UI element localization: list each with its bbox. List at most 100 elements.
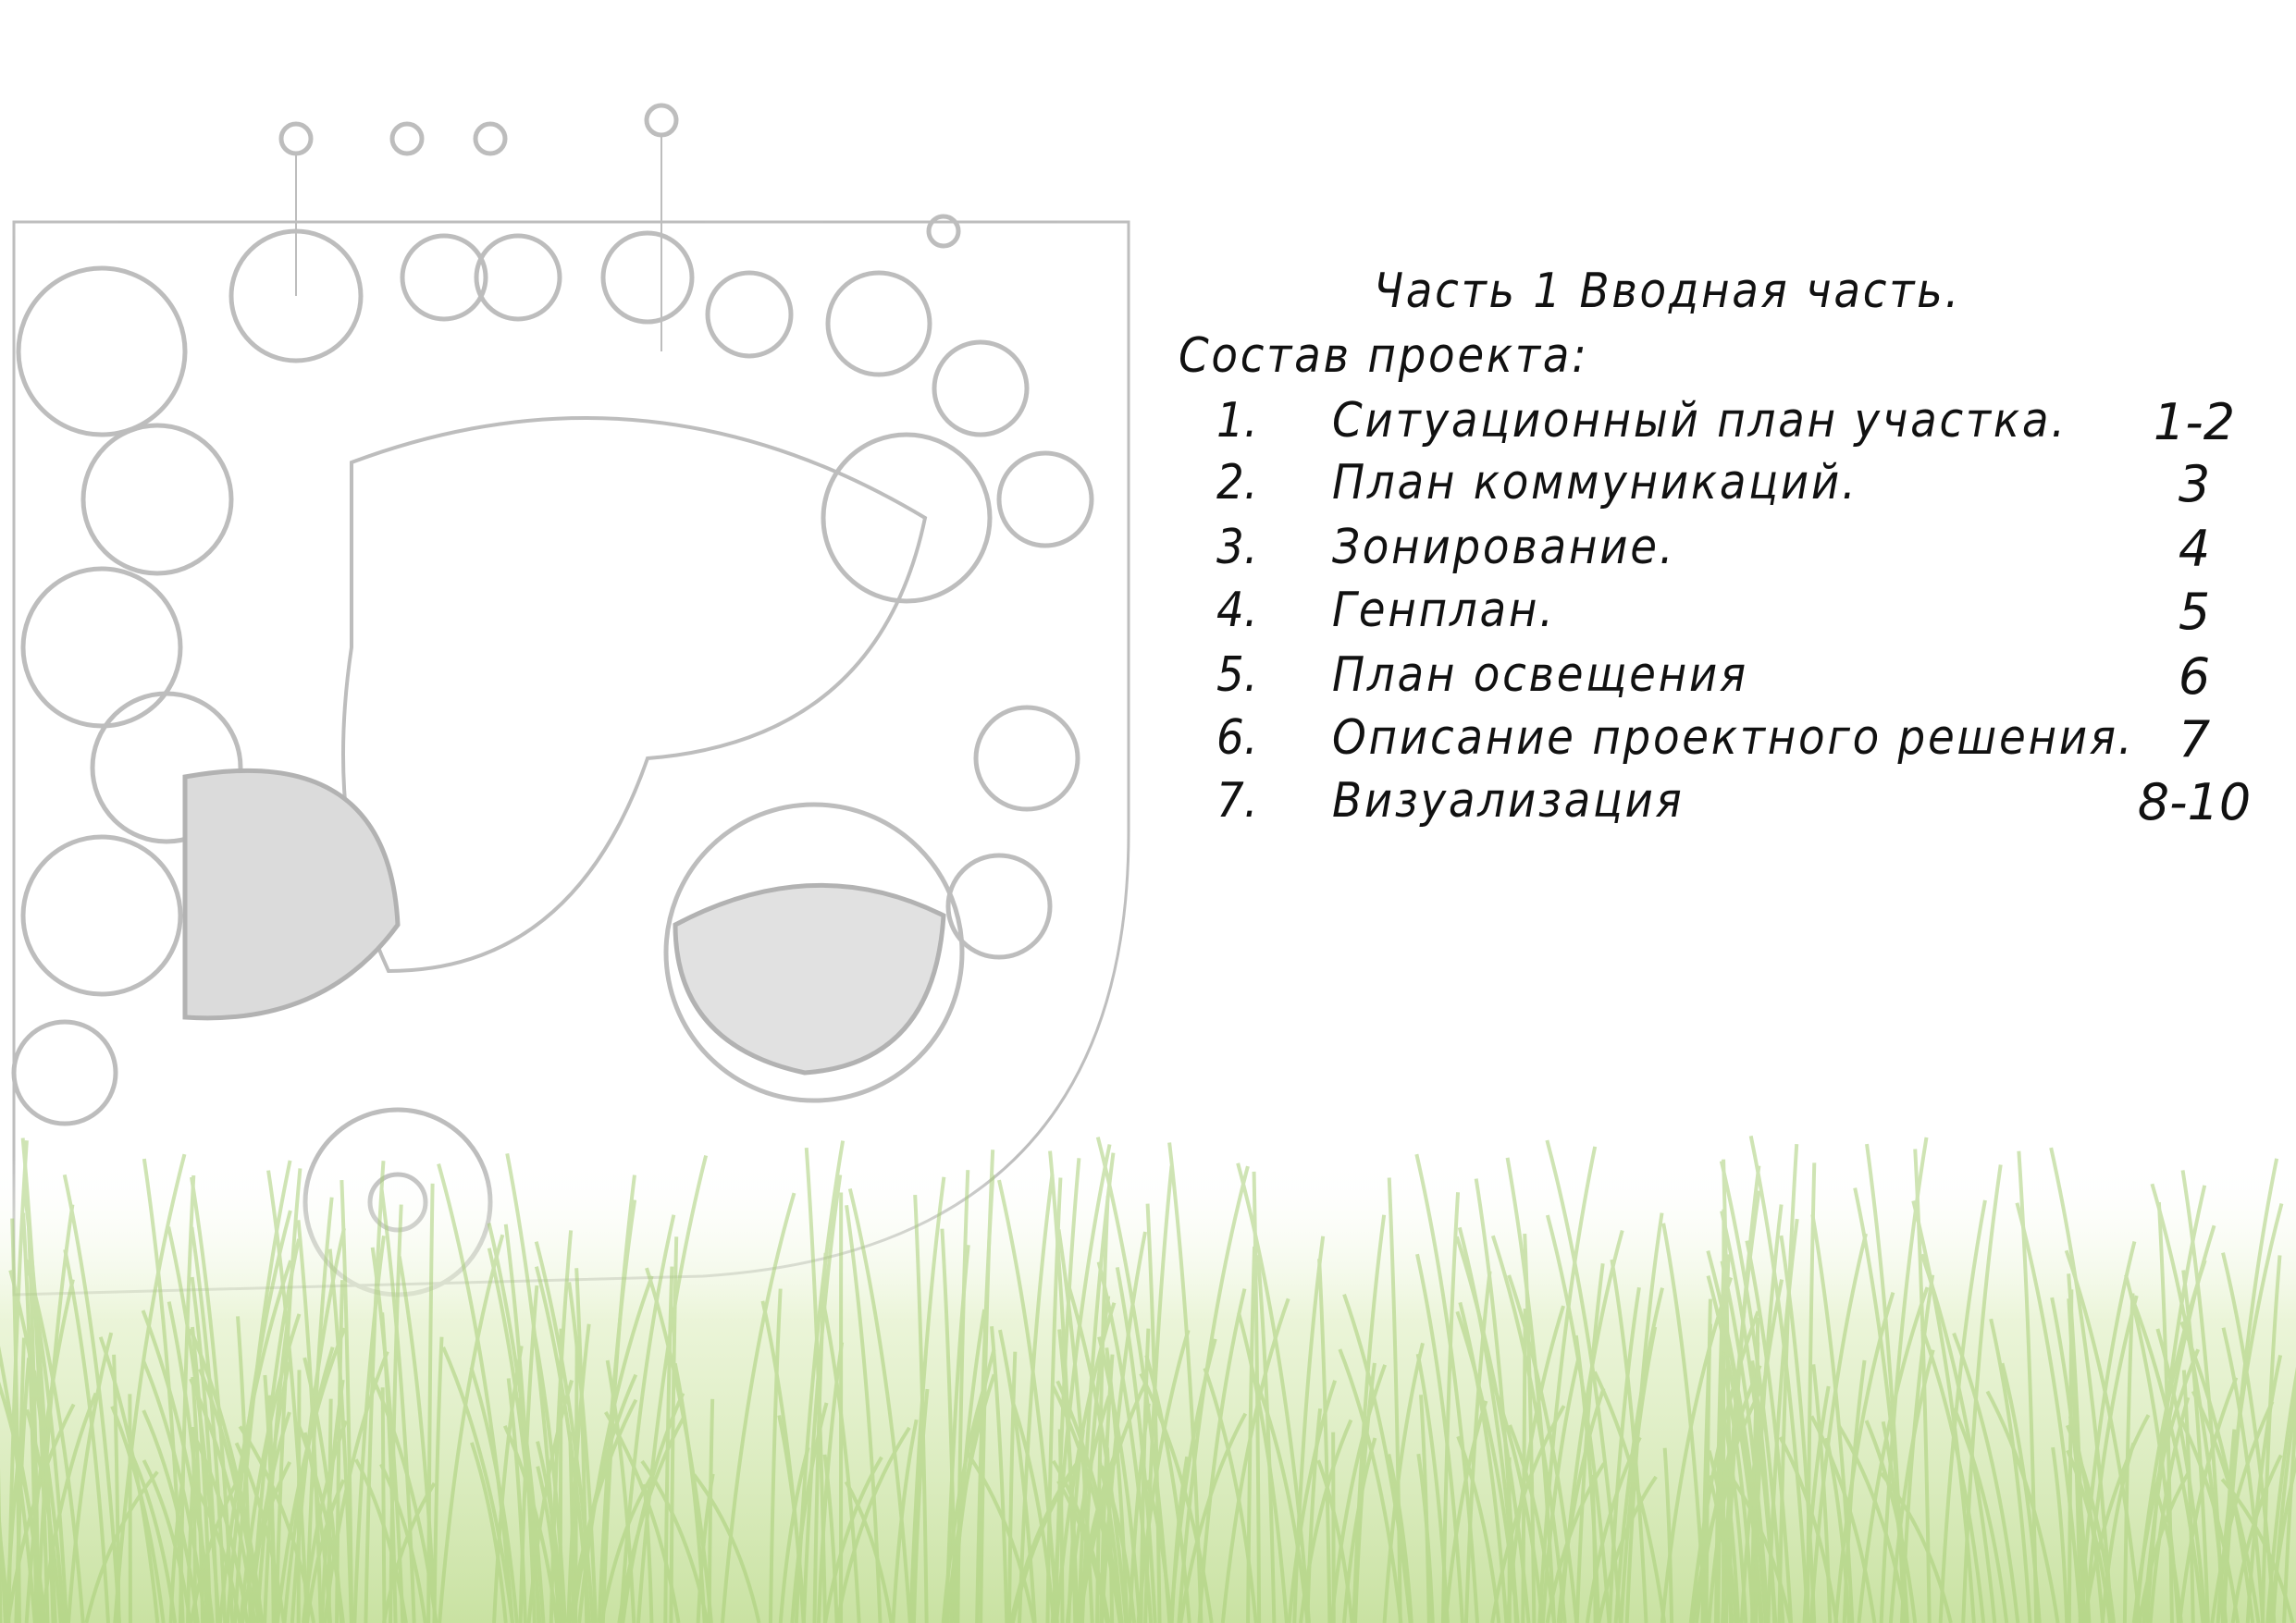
grass-blade [2210,1400,2275,1623]
contents-item: 1. Ситуационный план участка. 1-2 [0,393,2296,451]
grass-blade [1721,1460,1741,1623]
grass-blade [1167,1142,1204,1623]
grass-blade [2051,1446,2069,1623]
grass-blade [1505,1157,1557,1623]
grass-blade [1899,1274,1935,1623]
item-number: 3. [1216,520,1258,575]
grass-blade [804,1147,828,1623]
grass-blade [167,1226,221,1623]
grass-blade [1808,1233,1868,1623]
grass-blade [141,1309,215,1623]
grass-blade [1011,1402,1056,1623]
grass-blade [1055,1380,1124,1623]
grass-blade [2150,1183,2228,1623]
grass-blade [1911,1199,1976,1623]
grass-blade [913,1194,929,1623]
grass-blade [1177,1165,1250,1623]
grass-blade [503,1223,537,1623]
grass-blade [1203,1367,1258,1623]
item-number: 4. [1216,583,1258,638]
grass-blade [2181,1270,2210,1623]
item-pages: 7 [2178,710,2211,768]
grass-blade [62,1174,122,1623]
contents-item: 5. План освещения 6 [0,647,2296,706]
grass-blade [844,1481,894,1623]
grass-blade [1387,1454,1413,1623]
contents-item: 2. План коммуникаций. 3 [0,455,2296,513]
grass-blade [20,1137,50,1623]
grass-blade [778,1446,810,1623]
item-pages: 8-10 [2137,773,2252,831]
grass-blade [354,1458,408,1623]
grass-blade [2245,1355,2283,1623]
grass-blade [2015,1202,2083,1623]
grass-blade [1610,1259,1648,1623]
grass-blade [263,1311,291,1623]
grass-blade [1342,1294,1413,1623]
grass-blade [189,1378,257,1623]
grass-blade [566,1323,591,1623]
grass-blade [2131,1348,2201,1623]
grass-blade [998,1329,1037,1623]
item-number: 7. [1216,773,1258,829]
grass-blade [1252,1171,1262,1623]
grass-blade [295,1420,345,1623]
grass-blade [1777,1144,1799,1623]
grass-blade [567,1282,599,1623]
grass-blade [110,1405,166,1623]
grass-blade [250,1238,301,1623]
grass-blade [189,1428,250,1623]
grass-blade [1338,1348,1403,1623]
grass-blade [1097,1336,1142,1623]
grass-blade [2221,1252,2277,1623]
grass-blade [142,1158,185,1623]
grass-blade [2142,1224,2216,1623]
grass-blade [1864,1420,1918,1623]
grass-blade [1287,1380,1338,1623]
grass-blade [1720,1260,1771,1623]
grass-blade [1056,1229,1094,1623]
grass-blade [1523,1233,1537,1623]
grass-blade [549,1230,574,1623]
grass-blade [1833,1292,1895,1623]
grass-blade [1440,1192,1461,1623]
grass-blade [1352,1214,1387,1623]
grass-blade [1329,1364,1388,1623]
grass-blade [1706,1250,1768,1623]
grass-blade [370,1247,405,1623]
grass-blade [1521,1309,1527,1623]
grass-blade [1100,1231,1147,1623]
item-label: Зонирование. [1332,520,1676,575]
grass-blade [1048,1150,1078,1623]
grass-blade [1254,1381,1310,1623]
item-pages: 3 [2178,455,2211,513]
grass-blade [533,1336,567,1623]
grass-blade [0,1346,37,1623]
grass-blade [599,1476,653,1623]
grass-blade [113,1153,187,1623]
grass-blade [1802,1385,1831,1623]
grass-blade [2122,1293,2135,1623]
grass-blade [1556,1387,1606,1623]
landscape-plan-sketch [11,103,1130,1297]
item-number: 2. [1216,455,1258,510]
grass-blade [1721,1410,1748,1623]
grass-blade [1331,1432,1336,1623]
grass-blade [1105,1447,1115,1623]
grass-blade [1607,1286,1641,1623]
item-label: Ситуационный план участка. [1332,393,2068,449]
grass-blade [142,1409,200,1623]
grass-blade [1144,1355,1191,1623]
grass-blade [1414,1153,1480,1623]
grass-blade [1952,1407,2009,1623]
grass-blade [502,1424,559,1623]
grass-blade [1006,1351,1018,1623]
grass-blade [282,1346,335,1623]
grass-blade [1707,1475,1734,1623]
grass-blade [304,1197,334,1623]
grass-blade [232,1160,292,1623]
item-pages: 4 [2178,520,2211,578]
grass-blade [1938,1199,1987,1623]
grass-blade [669,1236,679,1623]
grass-blade [1067,1429,1085,1623]
